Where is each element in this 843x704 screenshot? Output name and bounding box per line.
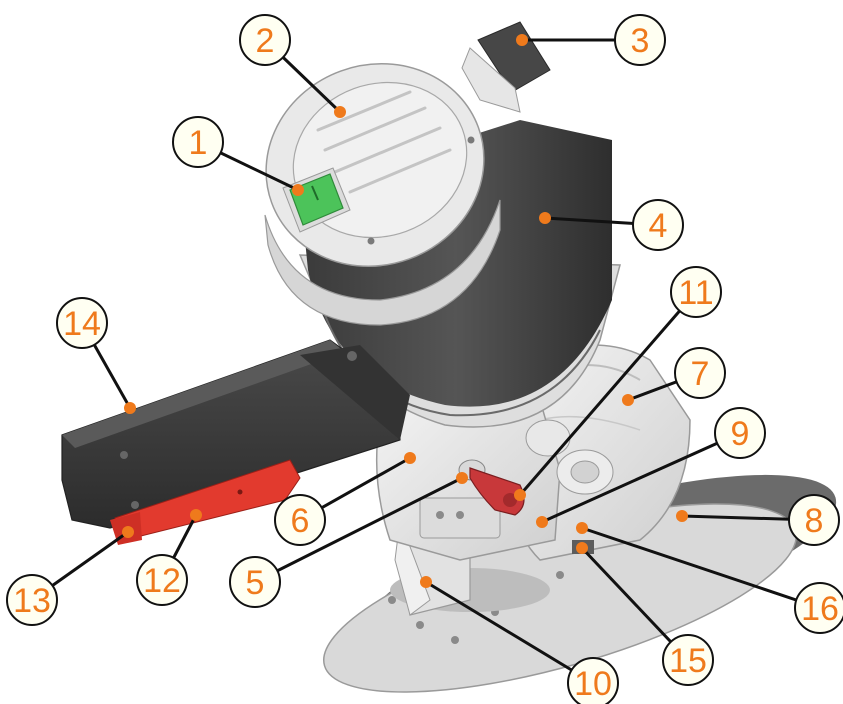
callout-dot-6	[404, 452, 416, 464]
callout-dot-15	[576, 542, 588, 554]
callout-dot-8	[676, 510, 688, 522]
callout-circle-5	[229, 556, 281, 608]
callout-circle-15	[662, 634, 714, 686]
drive-rollers	[525, 419, 614, 495]
callout-number-9: 9	[731, 415, 750, 453]
callout-circle-7	[674, 347, 726, 399]
callout-circle-8	[788, 494, 840, 546]
callout-number-4: 4	[649, 207, 668, 245]
callout-circle-6	[274, 494, 326, 546]
adjustment-knob	[458, 459, 525, 516]
callout-dot-7	[622, 394, 634, 406]
callout-dot-16	[576, 522, 588, 534]
callout-dot-13	[122, 526, 134, 538]
callout-circle-11	[670, 266, 722, 318]
callout-dot-4	[539, 212, 551, 224]
callout-dot-1	[292, 184, 304, 196]
callout-circle-14	[56, 297, 108, 349]
leader-line-11	[518, 291, 698, 496]
callout-number-12: 12	[143, 562, 181, 600]
callout-number-3: 3	[631, 22, 650, 60]
callout-number-5: 5	[246, 564, 265, 602]
callout-dot-5	[456, 472, 468, 484]
callout-number-1: 1	[189, 124, 208, 162]
callout-number-14: 14	[63, 305, 101, 343]
callout-dot-9	[536, 516, 548, 528]
callout-dot-11	[514, 489, 526, 501]
power-connector	[461, 21, 551, 113]
callout-dot-10	[420, 576, 432, 588]
callout-dot-2	[334, 106, 346, 118]
leader-line-10	[425, 580, 594, 685]
leader-line-9	[541, 431, 741, 524]
callout-dot-3	[516, 34, 528, 46]
handle	[61, 339, 410, 529]
callout-circle-9	[714, 407, 766, 459]
callout-circle-2	[239, 14, 291, 66]
power-switch	[282, 167, 351, 233]
callout-number-8: 8	[805, 502, 824, 540]
callout-circle-16	[794, 582, 843, 634]
leader-line-16	[581, 526, 821, 610]
callout-number-10: 10	[574, 665, 612, 703]
leader-line-5	[254, 476, 463, 584]
callout-number-6: 6	[291, 502, 310, 540]
callout-number-13: 13	[13, 582, 51, 620]
callout-number-16: 16	[801, 590, 839, 628]
callout-number-7: 7	[691, 355, 710, 393]
callout-circle-1	[172, 116, 224, 168]
callout-number-15: 15	[669, 642, 707, 680]
callout-circle-10	[567, 657, 619, 704]
callout-circle-3	[614, 14, 666, 66]
callout-dot-12	[190, 509, 202, 521]
callout-circle-13	[6, 574, 58, 626]
callout-dot-14	[124, 402, 136, 414]
callout-number-2: 2	[256, 22, 275, 60]
callout-circle-4	[632, 199, 684, 251]
callout-circle-12	[136, 554, 188, 606]
callout-number-11: 11	[678, 274, 713, 312]
